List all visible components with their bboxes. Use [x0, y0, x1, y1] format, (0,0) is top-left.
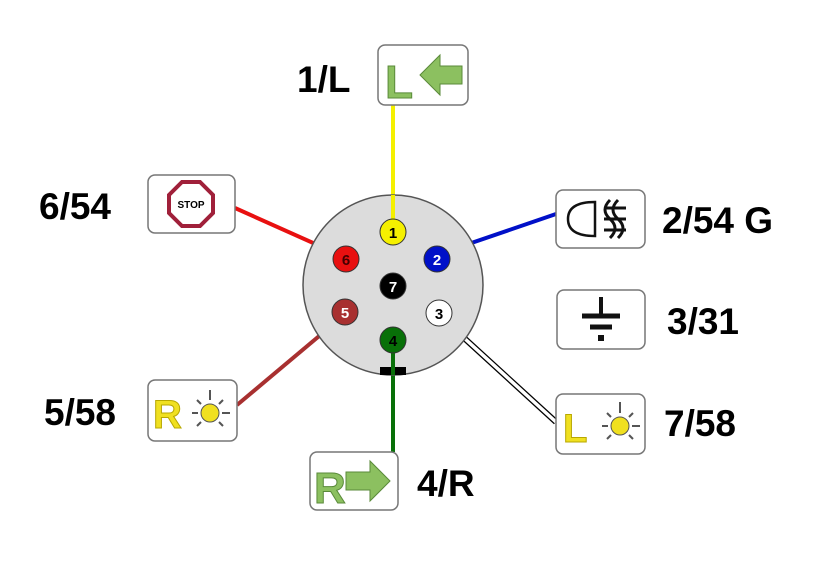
svg-text:7: 7	[389, 279, 397, 296]
svg-text:R: R	[153, 393, 182, 437]
label-pin3: 3/31	[667, 301, 740, 342]
svg-text:L: L	[385, 56, 413, 108]
svg-text:STOP: STOP	[177, 200, 204, 211]
pin-7: 7	[379, 272, 407, 300]
pin-6: 6	[332, 245, 360, 273]
pin-3: 3	[425, 299, 453, 327]
label-pin2: 2/54 G	[662, 200, 774, 241]
label-pin1: 1/L	[297, 59, 351, 100]
pin-2: 2	[423, 245, 451, 273]
svg-text:L: L	[563, 407, 587, 451]
svg-text:3: 3	[435, 306, 443, 323]
pin-1: 1	[379, 218, 407, 246]
left-tail-light-icon: L	[555, 393, 646, 455]
label-pin5: 5/58	[44, 392, 117, 433]
ground-icon	[556, 289, 646, 350]
left-indicator-icon: L	[377, 44, 469, 109]
stop-light-icon: STOP	[147, 174, 236, 234]
svg-text:1: 1	[389, 225, 397, 242]
svg-text:4: 4	[389, 333, 398, 350]
svg-text:6: 6	[342, 252, 350, 269]
pin-5: 5	[331, 298, 359, 326]
svg-text:2: 2	[433, 252, 441, 269]
right-tail-light-icon: R	[147, 379, 238, 442]
svg-text:R: R	[314, 464, 346, 513]
svg-text:5: 5	[341, 305, 349, 322]
right-indicator-icon: R	[309, 451, 399, 514]
pin-4: 4	[379, 326, 407, 354]
fog-light-icon	[555, 189, 646, 249]
label-pin4: 4/R	[417, 463, 475, 504]
label-pin7: 7/58	[664, 403, 737, 444]
label-pin6: 6/54	[39, 186, 112, 227]
